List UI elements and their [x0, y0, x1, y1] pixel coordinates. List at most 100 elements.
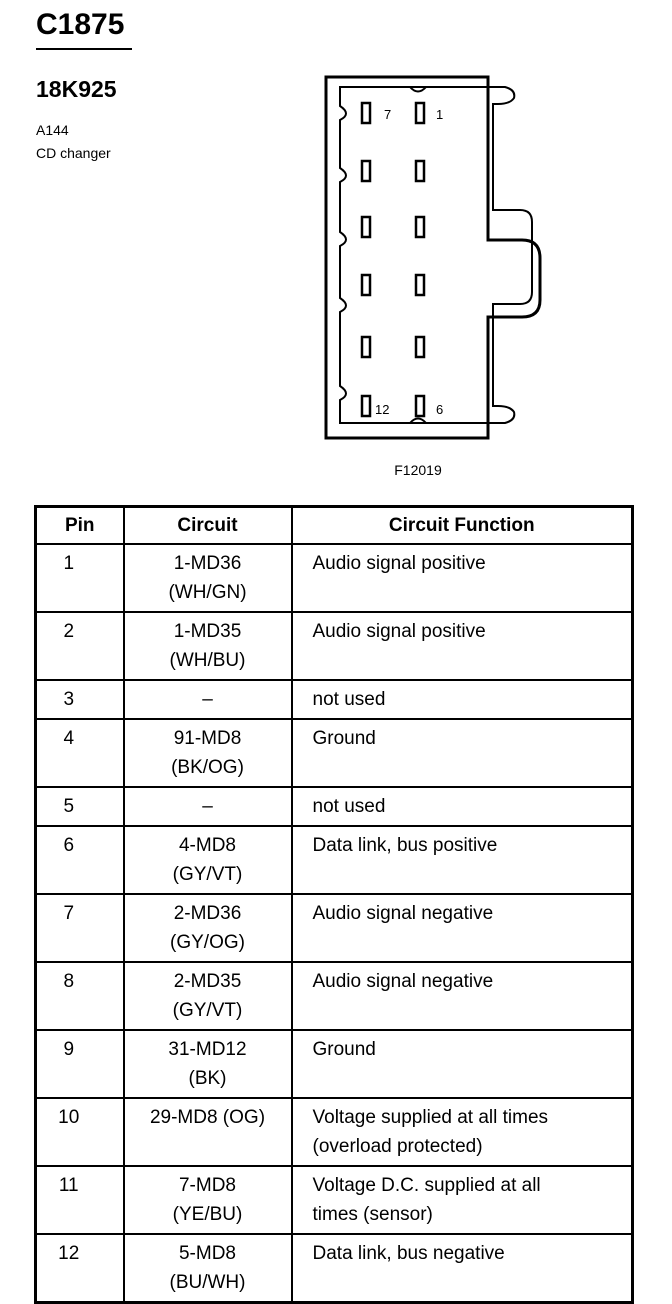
circuit-cell: 1-MD36 (WH/GN) — [122, 543, 293, 613]
pin-label-7: 7 — [384, 107, 391, 122]
function-text: Audio signal positive — [312, 553, 486, 574]
table-row: 3 – not used — [34, 679, 634, 720]
circuit-text: 1-MD36 — [173, 553, 242, 574]
circuit-cell: 2-MD35 (GY/VT) — [122, 961, 293, 1031]
function-text: Data link, bus positive — [312, 835, 498, 856]
component-code: A144 — [36, 122, 69, 138]
table-row: 8 2-MD35 (GY/VT) Audio signal negative — [34, 961, 634, 1031]
pin-cavity-6 — [414, 394, 426, 418]
circuit-text: 1-MD35 — [173, 621, 242, 642]
pin-label-1: 1 — [436, 107, 443, 122]
pin-cavity-12 — [360, 394, 372, 418]
table-row: 7 2-MD36 (GY/OG) Audio signal negative — [34, 893, 634, 963]
function-text: Voltage supplied at all times — [312, 1107, 549, 1128]
circuit-text: – — [202, 689, 213, 710]
circuit-cell: 4-MD8 (GY/VT) — [122, 825, 293, 895]
pin-number: 2 — [34, 611, 125, 681]
function-text: Data link, bus negative — [312, 1243, 505, 1264]
connector-face-diagram: 7 1 12 6 — [324, 75, 542, 440]
pin-label-6: 6 — [436, 402, 443, 417]
table-header-row: Pin Circuit Circuit Function — [34, 505, 634, 545]
pin-cavity-9 — [360, 215, 372, 239]
figure-id: F12019 — [394, 462, 442, 478]
pin-cavity-7 — [360, 101, 372, 125]
table-row: 4 91-MD8 (BK/OG) Ground — [34, 718, 634, 788]
circuit-text: 2-MD35 — [173, 971, 242, 992]
function-text: Audio signal positive — [312, 621, 486, 642]
circuit-text: (WH/BU) — [169, 650, 246, 671]
circuit-text: 91-MD8 — [173, 728, 242, 749]
table-row: 5–not used — [34, 786, 634, 827]
component-name: CD changer — [36, 145, 111, 161]
pin-cavity-1 — [414, 101, 426, 125]
table-row: 9 31-MD12 (BK) Ground — [34, 1029, 634, 1099]
function-cell: Audio signal negative — [290, 893, 634, 963]
function-text: Audio signal negative — [312, 971, 494, 992]
pin-number: 4 — [34, 718, 125, 788]
circuit-text: (BK) — [188, 1068, 227, 1089]
circuit-text: (GY/VT) — [172, 1000, 243, 1021]
circuit-text: (BK/OG) — [171, 757, 244, 778]
circuit-text: 31-MD12 — [168, 1039, 247, 1060]
function-cell: Data link, bus negative — [290, 1233, 634, 1304]
pin-cavity-8 — [360, 159, 372, 183]
table-row: 6 4-MD8 (GY/VT) Data link, bus positive — [34, 825, 634, 895]
part-number: 18K925 — [36, 76, 117, 102]
circuit-cell: 1-MD35 (WH/BU) — [122, 611, 293, 681]
pin-cavity-11 — [360, 335, 372, 359]
pin-number: 3 — [34, 679, 125, 720]
circuit-cell: – — [122, 786, 293, 827]
pin-number: 9 — [34, 1029, 125, 1099]
circuit-text: – — [202, 796, 213, 817]
pin-cavity-4 — [414, 273, 426, 297]
function-cell: not used — [290, 786, 634, 827]
header-circuit: Circuit — [122, 505, 293, 545]
pin-table: Pin Circuit Circuit Function 1 1-MD36 (WH/… — [34, 505, 634, 1304]
circuit-text: 4-MD8 — [178, 835, 236, 856]
function-text: not used — [312, 796, 386, 817]
pin-cavity-10 — [360, 273, 372, 297]
circuit-text: (BU/WH) — [169, 1272, 246, 1293]
circuit-text: (WH/GN) — [168, 582, 247, 603]
function-text: times (sensor) — [312, 1204, 433, 1225]
connector-outline — [324, 75, 542, 440]
pin-number: 1 — [34, 543, 125, 613]
function-text: not used — [312, 689, 386, 710]
function-cell: Voltage supplied at all times (overload p… — [290, 1097, 634, 1167]
header-pin: Pin — [34, 505, 125, 545]
circuit-cell: 31-MD12 (BK) — [122, 1029, 293, 1099]
connector-id: C1875 — [36, 8, 125, 41]
pin-number: 10 — [34, 1097, 125, 1167]
circuit-cell: 29-MD8 (OG) — [122, 1097, 293, 1167]
function-cell: Audio signal negative — [290, 961, 634, 1031]
circuit-text: 5-MD8 — [178, 1243, 236, 1264]
function-text: (overload protected) — [312, 1136, 483, 1157]
connector-inner-outline — [339, 86, 533, 424]
header-function: Circuit Function — [290, 505, 634, 545]
circuit-text: (GY/VT) — [172, 864, 243, 885]
pin-number: 8 — [34, 961, 125, 1031]
table-row: 1 1-MD36 (WH/GN) Audio signal positive — [34, 543, 634, 613]
function-text: Voltage D.C. supplied at all — [312, 1175, 541, 1196]
pin-cavity-2 — [414, 159, 426, 183]
pin-cavity-3 — [414, 215, 426, 239]
circuit-text: 29-MD8 (OG) — [149, 1107, 266, 1128]
pin-label-12: 12 — [375, 402, 389, 417]
function-text: Ground — [312, 1039, 376, 1060]
circuit-cell: 2-MD36 (GY/OG) — [122, 893, 293, 963]
pin-number: 6 — [34, 825, 125, 895]
table-row: 12 5-MD8 (BU/WH) Data link, bus negative — [34, 1233, 634, 1304]
circuit-text: 2-MD36 — [173, 903, 242, 924]
circuit-text: (GY/OG) — [170, 932, 245, 953]
circuit-cell: 7-MD8 (YE/BU) — [122, 1165, 293, 1235]
function-cell: Audio signal positive — [290, 543, 634, 613]
table-row: 10 29-MD8 (OG) Voltage supplied at all tim… — [34, 1097, 634, 1167]
function-cell: Ground — [290, 718, 634, 788]
circuit-text: 7-MD8 — [178, 1175, 236, 1196]
function-cell: Ground — [290, 1029, 634, 1099]
pin-number: 12 — [34, 1233, 125, 1304]
pin-number: 7 — [34, 893, 125, 963]
function-text: Audio signal negative — [312, 903, 494, 924]
circuit-text: (YE/BU) — [172, 1204, 243, 1225]
